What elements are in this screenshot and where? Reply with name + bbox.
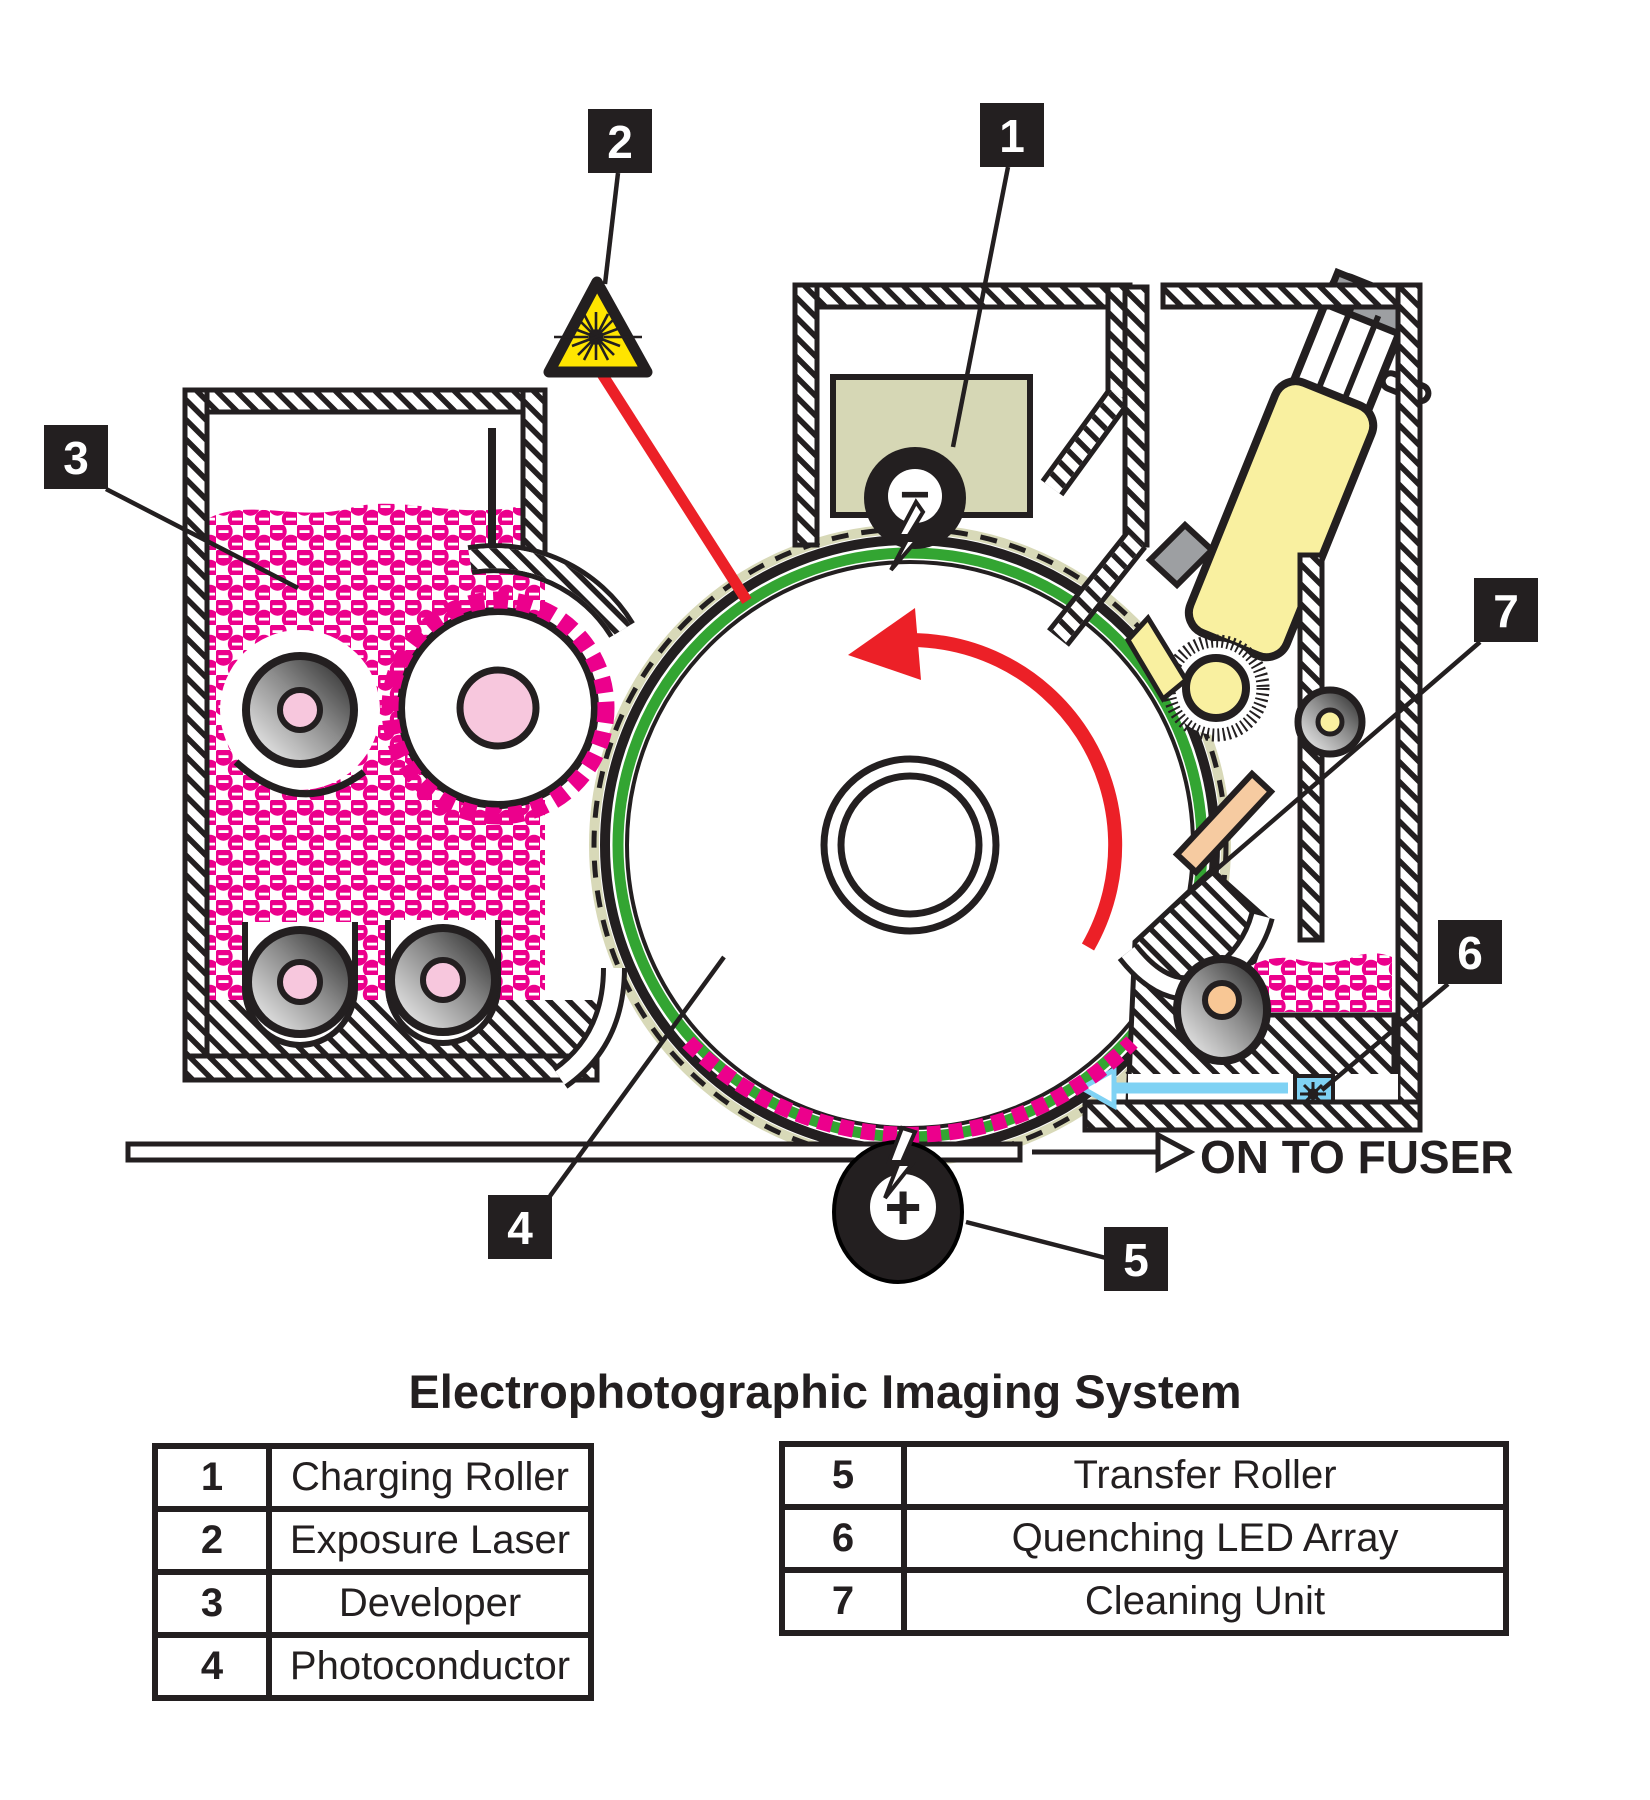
canister-body (1184, 377, 1378, 662)
exposure-laser (543, 276, 752, 604)
laser-beam (597, 371, 752, 604)
takeoff-roller-core (1315, 707, 1345, 737)
transfer-lightning-icon (883, 1125, 918, 1200)
agitator-roller-2-core (420, 957, 466, 1003)
legend-row: 5 Transfer Roller (779, 1441, 1509, 1510)
cleaning-unit (1047, 267, 1432, 1133)
legend-row: 1 Charging Roller (152, 1443, 594, 1512)
diagram-title: Electrophotographic Imaging System (408, 1365, 1242, 1418)
developer-wall-top (182, 387, 548, 415)
legend-label: Exposure Laser (266, 1506, 594, 1575)
developer-inner-baffle (488, 428, 496, 560)
svg-text:3: 3 (63, 432, 89, 484)
charging-housing-diagonal (1040, 387, 1131, 497)
developer-unit (182, 387, 635, 1089)
transfer-station: + (682, 1036, 1138, 1284)
legend-label: Quenching LED Array (901, 1504, 1509, 1573)
legend-table-right: 5 Transfer Roller 6 Quenching LED Array … (779, 1441, 1509, 1636)
svg-text:5: 5 (1123, 1234, 1149, 1286)
callout-7-cleaning-unit: 7 (1474, 578, 1538, 642)
cleaning-housing-inner-left (1122, 284, 1150, 548)
fuser-label: ON TO FUSER (1200, 1131, 1514, 1183)
legend-row: 2 Exposure Laser (152, 1506, 594, 1575)
legend-row: 7 Cleaning Unit (779, 1567, 1509, 1636)
svg-text:7: 7 (1493, 585, 1519, 637)
callout-3-developer: 3 (44, 425, 108, 489)
legend-num: 4 (152, 1632, 272, 1701)
charging-roller-core (888, 469, 942, 523)
photoconductor-drum (580, 515, 1240, 1175)
agitator-roller-1-core (277, 959, 323, 1005)
legend-label: Charging Roller (266, 1443, 594, 1512)
developer-roller-core (456, 666, 540, 750)
rotation-arrow-icon (848, 608, 1123, 951)
legend-row: 4 Photoconductor (152, 1632, 594, 1701)
legend-num: 2 (152, 1506, 272, 1575)
drum-hub-inner (837, 772, 983, 918)
cleaning-pad (1145, 520, 1217, 590)
legend-row: 6 Quenching LED Array (779, 1504, 1509, 1573)
developer-outlet-curve (552, 967, 627, 1089)
developer-wall-left (182, 387, 210, 1083)
leader-6 (1320, 982, 1450, 1092)
drum-hub-outer (820, 755, 1000, 935)
legend-num: 3 (152, 1569, 272, 1638)
quench-floor (1082, 1099, 1423, 1133)
cleaning-housing-diagonal (1047, 531, 1147, 647)
cleaning-blade-yellow (1124, 613, 1190, 703)
laser-warning-triangle (543, 276, 653, 378)
callout-boxes: 1 2 3 4 5 6 7 (44, 103, 1538, 1291)
legend-num: 5 (779, 1441, 907, 1510)
mixer-scraper (233, 759, 367, 798)
developer-wall-bottom (182, 1053, 600, 1083)
legend-label: Transfer Roller (901, 1441, 1509, 1510)
charging-lightning-icon (889, 498, 926, 572)
wiper-blade (1172, 769, 1276, 877)
callout-4-photoconductor: 4 (488, 1195, 552, 1259)
developer-toner-ring (381, 591, 615, 825)
developer-nose-arc (467, 543, 635, 639)
charging-unit: − (792, 282, 1133, 572)
legend-label: Photoconductor (266, 1632, 594, 1701)
mixing-roller-core (277, 687, 323, 733)
leader-5 (965, 1219, 1107, 1261)
callout-2-exposure-laser: 2 (588, 109, 652, 173)
charging-housing-left (792, 282, 820, 548)
cleaning-housing-top (1160, 282, 1423, 310)
svg-text:2: 2 (607, 116, 633, 168)
laser-burst-icon (554, 312, 642, 361)
developer-wall-right (520, 387, 548, 565)
leader-1 (950, 166, 1011, 448)
fuser-arrow-head (1155, 1130, 1196, 1174)
waste-roller-core (1202, 980, 1242, 1020)
svg-text:4: 4 (507, 1202, 533, 1254)
callout-5-transfer-roller: 5 (1104, 1227, 1168, 1291)
legend-num: 7 (779, 1567, 907, 1636)
leader-2 (602, 172, 621, 285)
svg-text:1: 1 (999, 110, 1025, 162)
callout-leader-lines (104, 166, 1482, 1261)
charging-housing-top (792, 282, 1133, 310)
callout-6-quenching-led: 6 (1438, 920, 1502, 984)
leader-7 (1172, 640, 1482, 908)
legend-label: Developer (266, 1569, 594, 1638)
legend-num: 6 (779, 1504, 907, 1573)
legend-num: 1 (152, 1443, 272, 1512)
legend-label: Cleaning Unit (901, 1567, 1509, 1636)
legend-table-left: 1 Charging Roller 2 Exposure Laser 3 Dev… (152, 1443, 594, 1701)
cleaning-brush-roller (1162, 634, 1270, 742)
svg-text:6: 6 (1457, 927, 1483, 979)
paper-path: ON TO FUSER (125, 1130, 1514, 1183)
leader-4 (548, 955, 726, 1198)
waste-toner-pile (1240, 953, 1392, 1012)
legend-row: 3 Developer (152, 1569, 594, 1638)
leader-3 (104, 487, 300, 590)
callout-1-charging-roller: 1 (980, 103, 1044, 167)
